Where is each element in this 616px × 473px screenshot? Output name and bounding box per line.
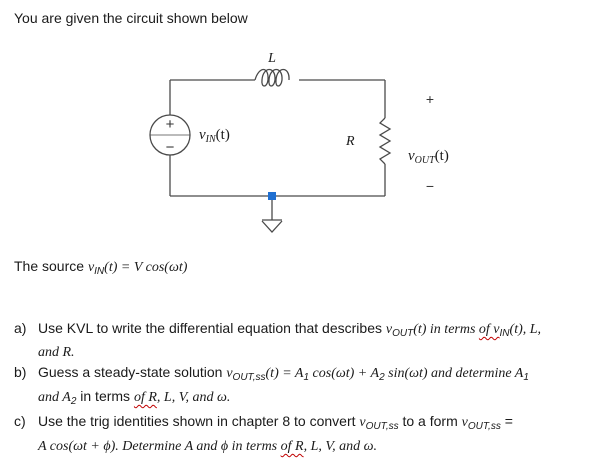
source-definition: The source vIN(t) = V cos(ωt): [14, 258, 187, 277]
spellcheck-underline: of v: [478, 322, 500, 337]
source-minus-sign: −: [166, 139, 175, 156]
ground-triangle: [261, 220, 283, 233]
output-plus-sign: +: [426, 91, 434, 107]
output-voltage-label: vOUT(t): [408, 148, 449, 166]
question-a: a) Use KVL to write the differential equ…: [14, 320, 542, 360]
spellcheck-underline: of R: [280, 439, 304, 454]
source-var: v: [87, 260, 95, 275]
spellcheck-underline: of R: [133, 390, 157, 405]
question-marker: c): [14, 413, 26, 429]
question-c: c) Use the trig identities shown in chap…: [14, 413, 513, 454]
source-var-sub: IN: [94, 266, 105, 277]
question-marker: b): [14, 364, 27, 380]
question-list: a) Use KVL to write the differential equ…: [14, 319, 610, 457]
resistor-zigzag: [378, 117, 392, 165]
output-minus-sign: −: [426, 178, 434, 194]
question-b: b) Guess a steady-state solution vOUT,ss…: [14, 364, 529, 407]
resistor-label: R: [345, 134, 355, 149]
source-voltage-label: vIN(t): [199, 127, 230, 145]
circuit-diagram: + − L R vIN(t) + vOUT(t) −: [149, 51, 449, 233]
source-expression: (t) = V cos(ωt): [104, 260, 188, 275]
ground-node: [268, 192, 276, 200]
source-plus-sign: +: [166, 116, 175, 133]
source-prefix: The source: [14, 258, 88, 274]
intro-text: You are given the circuit shown below: [14, 10, 248, 26]
inductor-label: L: [267, 51, 276, 66]
question-marker: a): [14, 320, 27, 336]
inductor-coil: [254, 68, 290, 87]
